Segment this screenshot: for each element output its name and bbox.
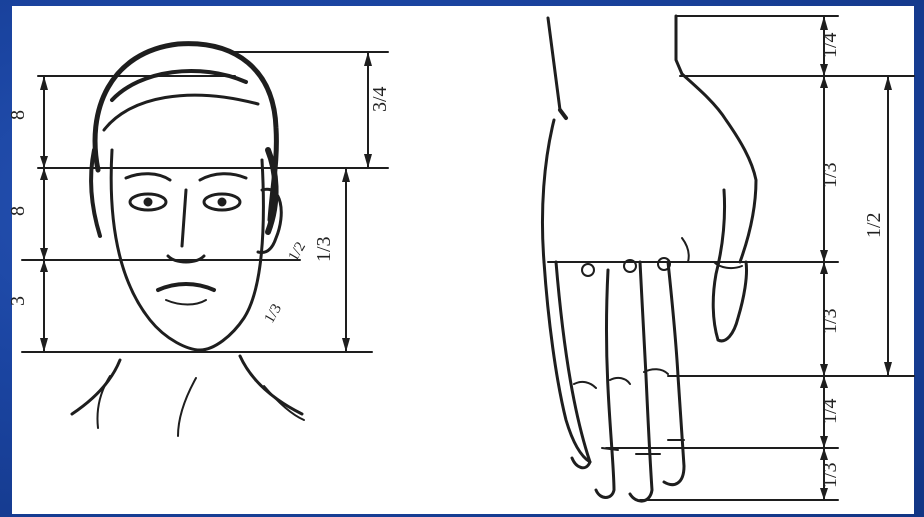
nose xyxy=(168,190,204,262)
face-dim-label: 3/4 xyxy=(369,86,391,112)
hand-dim-label: 1/3 xyxy=(819,308,841,334)
face-dim-label: 1/3 xyxy=(313,236,335,262)
wrist-left xyxy=(548,18,560,110)
hand-back-right xyxy=(682,74,756,262)
face-outline xyxy=(111,150,263,350)
middle-finger xyxy=(630,262,652,501)
hand-dim-label: 1/4 xyxy=(819,32,841,58)
face-dim-label: 8 xyxy=(7,110,29,120)
knuckle xyxy=(582,264,594,276)
hand-dim-label: 1/2 xyxy=(863,212,885,238)
neck-right xyxy=(240,356,302,414)
neck-left xyxy=(72,360,120,414)
hand-dim-label: 1/3 xyxy=(819,162,841,188)
hand-figure xyxy=(542,16,914,501)
wrist-right xyxy=(676,16,682,74)
face-dim-label: 3 xyxy=(7,296,29,306)
hand-dim-labels: 1/4 1/3 1/3 1/4 1/3 1/2 xyxy=(819,32,885,488)
face-dim-labels: 8 8 3 3/4 1/3 1/2 1/3 xyxy=(7,86,391,326)
hand-dim-label: 1/3 xyxy=(819,462,841,488)
ring-finger xyxy=(596,270,614,498)
hand-dim-label: 1/4 xyxy=(819,398,841,424)
left-brow xyxy=(126,174,170,180)
mouth xyxy=(158,284,214,290)
face-dim-label: 1/3 xyxy=(262,301,285,326)
right-brow xyxy=(200,174,246,180)
face-dim-label: 8 xyxy=(7,206,29,216)
hand-back-left xyxy=(542,120,554,262)
